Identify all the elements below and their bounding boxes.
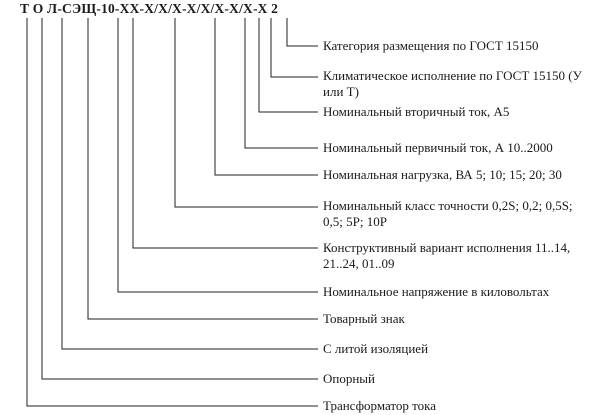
connector-line: [41, 18, 318, 380]
label-secondary-current: Номинальный вторичный ток, А5: [323, 104, 510, 119]
label-accuracy-class: Номинальный класс точности 0,2S; 0,2; 0,…: [323, 198, 573, 229]
label-climatic-version: Климатическое исполнение по ГОСТ 15150 (…: [323, 68, 582, 99]
label-primary-current: Номинальный первичный ток, А 10..2000: [323, 140, 553, 155]
label-rated-voltage: Номинальное напряжение в киловольтах: [323, 284, 550, 299]
label-trademark: Товарный знак: [323, 311, 405, 326]
connector-line: [214, 18, 318, 176]
label-support-type: Опорный: [323, 371, 375, 386]
connector-line: [61, 18, 318, 350]
connector-line: [117, 18, 318, 293]
connector-line: [26, 18, 318, 407]
connector-line: [174, 18, 318, 208]
designation-code: Т О Л-СЭЩ-10-ХХ-Х/Х/Х-Х/Х/Х-Х/Х-Х 2: [20, 1, 279, 16]
label-design-variant: Конструктивный вариант исполнения 11..14…: [323, 240, 571, 271]
label-rated-load: Номинальная нагрузка, ВА 5; 10; 15; 20; …: [323, 167, 562, 182]
label-placement-category: Категория размещения по ГОСТ 15150: [323, 38, 539, 53]
connector-line: [270, 18, 318, 78]
label-cast-insulation: С литой изоляцией: [323, 341, 429, 356]
connector-line: [87, 18, 318, 320]
connector-line: [258, 18, 318, 113]
connector-line: [132, 18, 318, 249]
label-current-transformer: Трансформатор тока: [323, 398, 437, 413]
connector-line: [244, 18, 318, 149]
connector-line: [286, 18, 318, 47]
